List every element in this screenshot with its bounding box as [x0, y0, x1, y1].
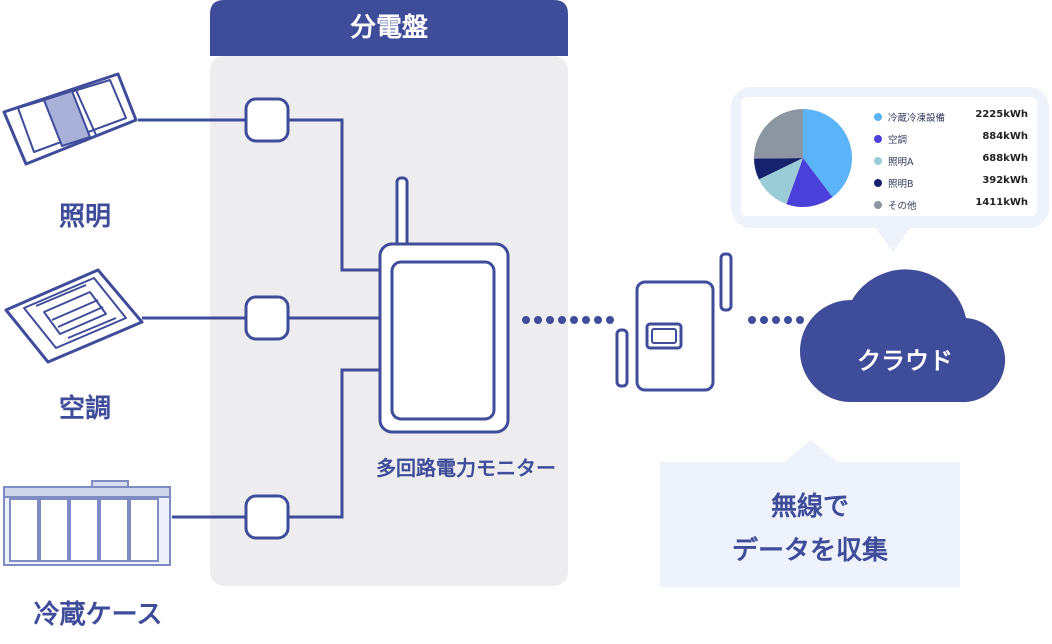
energy-pie-chart	[754, 109, 853, 208]
wireless-caption-bubble: 無線で データを収集	[660, 462, 960, 587]
fridge-case-icon	[3, 480, 171, 566]
legend-item: その他 1411kWh	[872, 196, 1030, 218]
legend-item: 照明A 688kWh	[872, 152, 1030, 174]
wireless-link-left	[522, 316, 614, 324]
lighting-fixture-icon	[2, 72, 138, 166]
wireless-link-right	[748, 316, 804, 324]
legend-value: 2225kWh	[975, 109, 1028, 120]
panel-title: 分電盤	[349, 13, 428, 43]
breaker-3	[244, 494, 290, 540]
panel-header	[210, 0, 568, 56]
legend-swatch	[874, 135, 882, 143]
legend-swatch	[874, 157, 882, 165]
wireless-caption-line1: 無線で	[770, 492, 849, 522]
fridge-case-label: 冷蔵ケース	[33, 600, 163, 630]
air-conditioner-label: 空調	[58, 394, 111, 424]
legend-item: 冷蔵冷凍設備 2225kWh	[872, 108, 1030, 130]
lighting-label: 照明	[58, 202, 111, 232]
wiring	[138, 118, 380, 519]
pie-legend: 冷蔵冷凍設備 2225kWh 空調 884kWh 照明A 688kWh 照明B 392kWh そ…	[872, 108, 1030, 218]
legend-value: 884kWh	[982, 131, 1028, 142]
legend-label: 照明A	[888, 157, 914, 168]
wire-breaker3-monitor	[288, 368, 380, 519]
cloud-icon	[799, 269, 1006, 403]
breakers	[244, 97, 290, 540]
pie-slice	[786, 158, 833, 208]
legend-item: 空調 884kWh	[872, 130, 1030, 152]
legend-swatch	[874, 179, 882, 187]
legend-label: 照明B	[888, 179, 914, 190]
pie-slice	[754, 158, 803, 180]
gateway-icon	[615, 252, 733, 392]
legend-item: 照明B 392kWh	[872, 174, 1030, 196]
power-monitor-icon	[378, 176, 510, 434]
wireless-caption-line2: データを収集	[731, 536, 888, 566]
legend-value: 688kWh	[982, 153, 1028, 164]
breaker-2	[244, 295, 290, 341]
legend-value: 1411kWh	[975, 197, 1028, 208]
legend-label: その他	[888, 201, 917, 212]
legend-label: 空調	[888, 135, 908, 146]
legend-swatch	[874, 113, 882, 121]
legend-swatch	[874, 201, 882, 209]
breaker-1	[244, 97, 290, 143]
power-monitor-label: 多回路電力モニター	[376, 456, 556, 480]
wireless-bubble-pointer	[782, 440, 840, 464]
pie-slice	[803, 109, 853, 198]
wire-breaker1-monitor	[288, 118, 380, 272]
legend-label: 冷蔵冷凍設備	[888, 113, 946, 124]
air-conditioner-icon	[4, 268, 144, 364]
pie-slice	[758, 158, 803, 205]
cloud-label: クラウド	[857, 347, 953, 375]
legend-value: 392kWh	[982, 175, 1028, 186]
pie-slice	[754, 109, 803, 159]
